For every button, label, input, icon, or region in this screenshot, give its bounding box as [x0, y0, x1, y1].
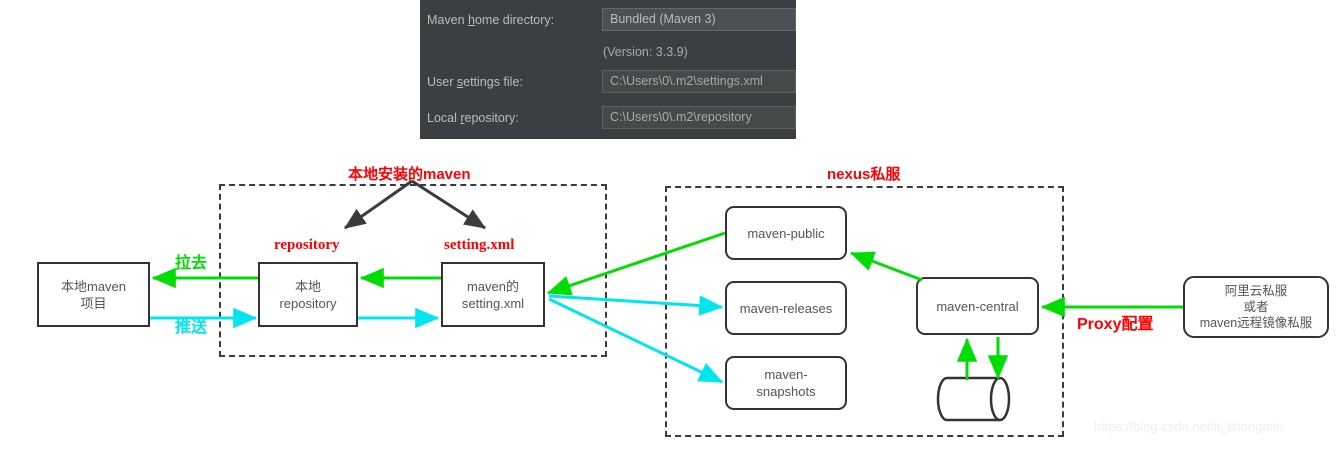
node-local-maven-project: 本地maven 项目 — [37, 262, 150, 327]
node-maven-public: maven-public — [725, 206, 847, 260]
maven-version-note: (Version: 3.3.9) — [603, 45, 688, 59]
node-title-repository: repository — [274, 237, 340, 253]
node-maven-releases: maven-releases — [725, 281, 847, 335]
edge-label-proxy: Proxy配置 — [1077, 316, 1154, 333]
edge-label-pull: 拉去 — [175, 255, 208, 272]
local-repository-row: Local repository: C:\Users\0\.m2\reposit… — [420, 106, 796, 134]
maven-settings-dialog: Maven home directory: Bundled (Maven 3) … — [420, 0, 796, 139]
node-maven-snapshots: maven- snapshots — [725, 356, 847, 410]
user-settings-file-label: User settings file: — [427, 75, 523, 89]
group-nexus-title: nexus私服 — [827, 166, 901, 183]
node-local-repository: 本地 repository — [258, 262, 358, 327]
node-title-setting-xml: setting.xml — [444, 237, 515, 253]
maven-version-row: (Version: 3.3.9) — [420, 42, 796, 70]
user-settings-file-row: User settings file: C:\Users\0\.m2\setti… — [420, 70, 796, 98]
user-settings-file-input[interactable]: C:\Users\0\.m2\settings.xml — [602, 70, 796, 93]
maven-home-directory-select[interactable]: Bundled (Maven 3) — [602, 8, 796, 31]
local-repository-input[interactable]: C:\Users\0\.m2\repository — [602, 106, 796, 129]
group-local-maven-title: 本地安装的maven — [348, 166, 471, 183]
watermark: https://blog.csdn.net/it_lihongmin — [1094, 419, 1284, 434]
node-maven-central: maven-central — [916, 277, 1039, 335]
local-repository-label: Local repository: — [427, 111, 519, 125]
maven-home-label: Maven home directory: — [427, 13, 555, 27]
node-remote-private-repo: 阿里云私服 或者 maven远程镜像私服 — [1183, 276, 1329, 338]
maven-home-row: Maven home directory: Bundled (Maven 3) — [420, 8, 796, 36]
edge-label-push: 推送 — [175, 319, 208, 336]
node-maven-setting-xml: maven的 setting.xml — [441, 262, 545, 327]
